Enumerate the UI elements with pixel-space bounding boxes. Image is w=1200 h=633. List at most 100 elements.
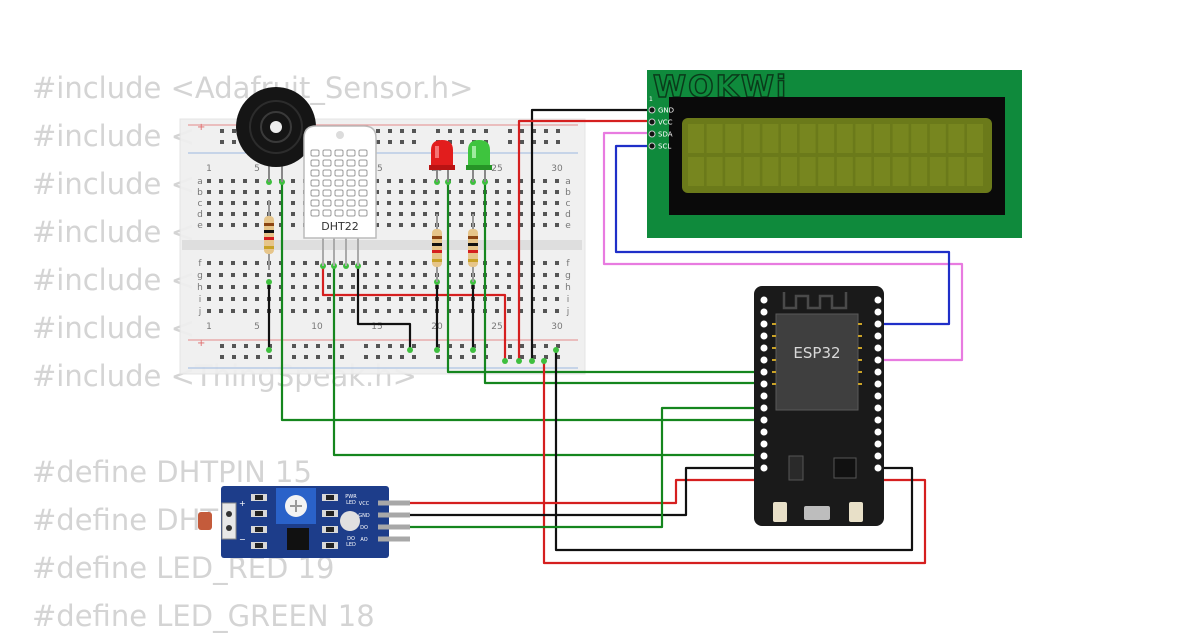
bb-hole (423, 201, 427, 205)
bb-rail-hole (220, 344, 224, 348)
bb-col-number: 1 (206, 164, 212, 174)
resistor-band (432, 243, 442, 246)
bb-hole (519, 223, 523, 227)
bb-hole (375, 223, 379, 227)
bb-hole (327, 297, 331, 301)
wire-rail-gnd[interactable] (554, 350, 914, 552)
bb-hole (435, 201, 439, 205)
lcd-cell (743, 124, 760, 153)
wire-dht-gnd[interactable] (356, 262, 412, 350)
bb-rail-hole (556, 355, 560, 359)
wire-led-green-signal[interactable] (483, 180, 878, 385)
bb-hole (255, 201, 259, 205)
wire-endpoint-dot (516, 358, 522, 364)
wire-dht-data[interactable] (332, 262, 878, 457)
lcd-character-cells (688, 124, 983, 186)
bb-rail-hole (400, 129, 404, 133)
bb-hole (411, 179, 415, 183)
lcd-cell (892, 157, 909, 186)
bb-hole (339, 273, 343, 277)
bb-hole (231, 273, 235, 277)
led-red[interactable] (429, 140, 455, 182)
bb-rail-hole (244, 355, 248, 359)
bb-hole (375, 179, 379, 183)
bb-hole (459, 309, 463, 313)
bb-hole (387, 285, 391, 289)
bb-hole (291, 179, 295, 183)
esp32-pin-right (874, 428, 882, 436)
bb-row-letter: h (197, 283, 203, 293)
wire-buzzer-signal[interactable] (280, 180, 764, 422)
wire-endpoint-dot (553, 347, 559, 353)
bb-hole (291, 309, 295, 313)
bb-hole (231, 297, 235, 301)
bb-hole (291, 285, 295, 289)
wire-dht-vcc[interactable] (321, 262, 507, 361)
bb-col-number: 10 (311, 322, 323, 332)
bb-hole (519, 190, 523, 194)
dht-vent (346, 159, 356, 167)
bb-hole (495, 190, 499, 194)
bb-hole (243, 285, 247, 289)
esp32-boot-button[interactable] (773, 502, 787, 522)
wire-led-red-signal[interactable] (446, 180, 878, 374)
wire-lcd-sda[interactable] (602, 131, 964, 362)
esp32-usb-port[interactable] (804, 506, 830, 520)
bb-hole (399, 223, 403, 227)
bb-rail-hole (472, 355, 476, 359)
lcd-cell (836, 124, 853, 153)
wire-ldr-do[interactable] (408, 406, 764, 529)
resistor[interactable] (264, 200, 274, 270)
bb-hole (255, 273, 259, 277)
wire-lcd-vcc[interactable] (517, 119, 652, 361)
resistor[interactable] (468, 214, 478, 282)
esp32-board[interactable]: ESP32 (754, 286, 884, 526)
bb-hole (423, 179, 427, 183)
bb-hole (507, 261, 511, 265)
bb-hole (243, 190, 247, 194)
bb-hole (327, 261, 331, 265)
bb-rail-hole (460, 140, 464, 144)
dht-vent (334, 209, 344, 217)
wire-ldr-gnd[interactable] (408, 466, 764, 517)
ldr-smd-parts (251, 494, 338, 549)
bb-hole (543, 212, 547, 216)
dht-vent (334, 149, 344, 157)
wire-rail-vcc[interactable] (542, 361, 927, 565)
bb-row-letter: c (198, 199, 203, 209)
bb-rail-hole (232, 140, 236, 144)
bb-row-letter: c (566, 199, 571, 209)
bb-hole (459, 190, 463, 194)
bb-hole (543, 223, 547, 227)
bb-row-letter: i (199, 295, 202, 305)
bb-hole (387, 309, 391, 313)
bb-hole (387, 190, 391, 194)
bb-hole (219, 190, 223, 194)
bb-hole (519, 261, 523, 265)
esp32-reset-button[interactable] (849, 502, 863, 522)
bb-rail-hole (544, 355, 548, 359)
wire-ldr-vcc[interactable] (408, 478, 764, 505)
wire-lcd-scl[interactable] (614, 144, 951, 326)
dht-vent (310, 189, 320, 197)
lcd-cell (855, 124, 872, 153)
bb-hole (543, 190, 547, 194)
wire-lcd-gnd[interactable] (530, 108, 652, 361)
bb-hole (507, 223, 511, 227)
resistor[interactable] (432, 214, 442, 282)
lcd-pin-index: 1 (649, 96, 653, 103)
buzzer[interactable] (236, 87, 316, 182)
led-green[interactable] (466, 140, 492, 182)
bb-rail-hole (388, 140, 392, 144)
lcd-pin-label: VCC (658, 119, 673, 127)
bb-hole (459, 285, 463, 289)
ldr-power-led (340, 511, 360, 531)
esp32-module (775, 313, 859, 411)
breadboard[interactable]: 151015202530151015202530aabbccddeeffgghh… (179, 118, 586, 375)
bb-hole (375, 285, 379, 289)
esp32-pin-headers (760, 296, 882, 472)
dht22-sensor[interactable]: DHT22 (303, 125, 377, 266)
